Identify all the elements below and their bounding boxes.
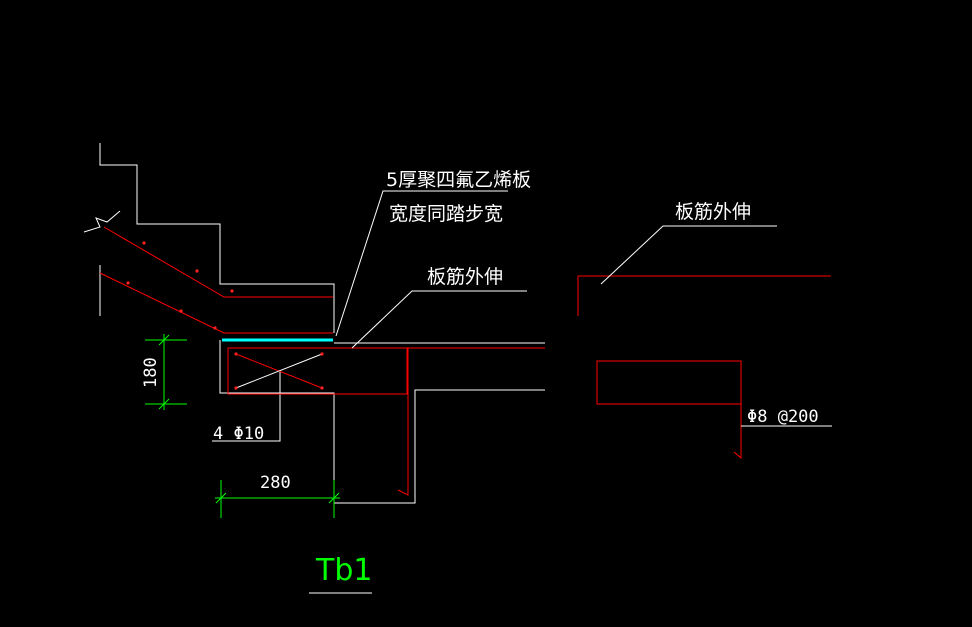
long-bar-label: 4 Φ10 bbox=[213, 424, 264, 444]
dim-height-tick-top bbox=[158, 334, 170, 346]
detail-stirrup bbox=[596, 360, 742, 460]
structure-outline bbox=[83, 143, 545, 504]
ptfe-label-line1: 5厚聚四氟乙烯板 bbox=[386, 169, 531, 191]
detail-slab-bar bbox=[577, 275, 831, 316]
rebar-extend-leader-right bbox=[600, 225, 777, 285]
ptfe-label-line2: 宽度同踏步宽 bbox=[389, 203, 503, 225]
rebar-extend-leader-left bbox=[351, 290, 527, 349]
detail-title: Tb1 bbox=[315, 553, 372, 588]
beam-cross-2 bbox=[235, 353, 323, 389]
ptfe-leader bbox=[335, 190, 508, 337]
beam-down-rebar bbox=[397, 348, 409, 496]
dim-width-tick-right bbox=[328, 492, 340, 504]
break-line bbox=[83, 210, 121, 233]
leader-lines bbox=[309, 190, 832, 594]
dimensions bbox=[145, 334, 340, 518]
stair-lower-rebar bbox=[99, 272, 333, 334]
rebar-dot bbox=[230, 289, 234, 293]
rebar-dot bbox=[142, 241, 146, 245]
rebar-dot bbox=[213, 326, 217, 330]
rebar-dots bbox=[126, 241, 324, 390]
long-bar-leader bbox=[212, 372, 281, 442]
rebar-dot bbox=[234, 386, 238, 390]
rebar-dot bbox=[234, 352, 238, 356]
stair-profile bbox=[99, 143, 335, 333]
beam-stirrup bbox=[227, 347, 408, 395]
dim-height-label: 180 bbox=[141, 357, 161, 388]
rebar-dot bbox=[179, 309, 183, 313]
stirrup-label: Φ8 @200 bbox=[747, 407, 819, 427]
dim-width-tick-left bbox=[215, 492, 227, 504]
stair-upper-rebar bbox=[103, 226, 333, 298]
rebar-dot bbox=[126, 281, 130, 285]
rebar-group bbox=[99, 226, 831, 496]
rebar-extend-label-left: 板筋外伸 bbox=[427, 266, 503, 288]
rebar-dot bbox=[320, 352, 324, 356]
rebar-extend-label-right: 板筋外伸 bbox=[675, 201, 751, 223]
dim-width-label: 280 bbox=[260, 473, 291, 493]
dim-height-tick-bottom bbox=[158, 398, 170, 410]
rebar-dot bbox=[320, 386, 324, 390]
rebar-dot bbox=[195, 269, 199, 273]
